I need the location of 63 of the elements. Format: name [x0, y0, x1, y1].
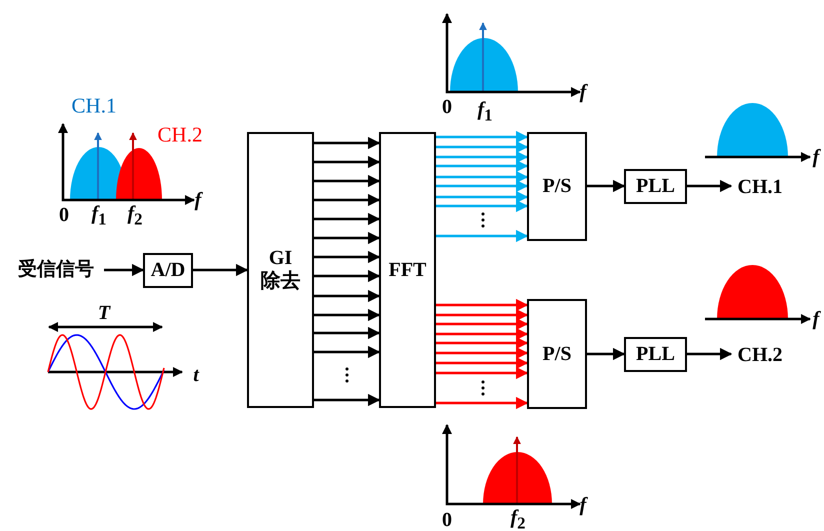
channel-label: CH.1: [72, 96, 116, 116]
arrow: [314, 232, 380, 244]
converter-box: A/D: [143, 253, 193, 288]
arrow: [587, 348, 626, 360]
arrow: [314, 194, 380, 206]
arrow: [436, 298, 528, 312]
arrow: [314, 394, 380, 406]
axis-label: f: [194, 190, 202, 210]
arrow: [436, 150, 528, 164]
process-box: PLL: [624, 169, 687, 204]
arrow: [436, 170, 528, 184]
converter-box: P/S: [527, 132, 587, 241]
arrow: [314, 290, 380, 302]
channel-label: CH.2: [158, 124, 202, 146]
arrow: [436, 346, 528, 360]
process-box: FFT: [379, 132, 436, 408]
input-signal-text: 受信信号: [18, 259, 94, 281]
tick-label: 0: [442, 510, 452, 530]
arrow: [436, 328, 528, 340]
arrow: [314, 270, 380, 282]
arrow: [436, 308, 528, 322]
arrow: [314, 346, 380, 358]
output-text: CH.2: [738, 344, 782, 366]
arrow: [436, 396, 528, 410]
axis-label: f: [812, 309, 820, 329]
arrow: [436, 140, 528, 154]
arrow: [436, 356, 528, 370]
axis-label: f: [812, 147, 820, 167]
arrow: [687, 180, 732, 192]
output-text: CH.1: [738, 176, 782, 198]
axis-label: f$_{1}$: [478, 100, 492, 124]
axis-label: f: [580, 495, 586, 515]
axis-label: f$_{2}$: [510, 508, 526, 531]
process-box: GI 除去: [247, 132, 314, 408]
arrow: [436, 318, 528, 330]
arrow: [436, 366, 528, 380]
arrow: [687, 348, 732, 360]
arrow: [314, 212, 380, 226]
axis-label: t: [193, 365, 199, 385]
axis-label: f: [580, 82, 586, 102]
arrow: [314, 308, 380, 322]
arrow: [314, 174, 380, 188]
axis-label: f$_{2}$: [128, 204, 142, 228]
tick-label: 0: [59, 205, 69, 225]
converter-box: P/S: [527, 299, 587, 409]
arrow: [314, 156, 380, 168]
arrow: [436, 336, 528, 350]
arrow: [314, 136, 380, 150]
arrow: [436, 130, 528, 144]
arrow: [587, 180, 626, 192]
arrow: [314, 250, 380, 264]
axis-label: T: [98, 303, 110, 323]
axis-label: f$_{1}$: [92, 204, 106, 228]
tick-label: 0: [442, 97, 452, 117]
arrow: [436, 200, 528, 212]
arrow: [104, 264, 144, 276]
process-box: PLL: [624, 337, 687, 372]
arrow: [436, 180, 528, 192]
arrow: [436, 230, 528, 242]
arrow: [436, 190, 528, 204]
arrow: [193, 264, 248, 276]
arrow: [314, 326, 380, 340]
arrow: [436, 160, 528, 172]
